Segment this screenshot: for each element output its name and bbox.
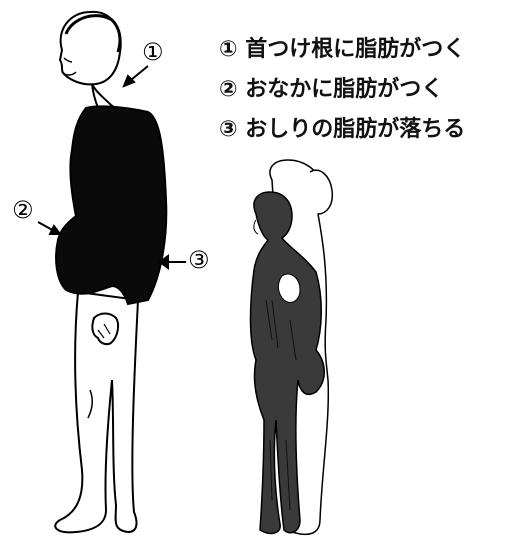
legend-item-hip-fat: ③ おしりの脂肪が落ちる	[219, 110, 465, 150]
callout-3: ③	[188, 248, 210, 272]
elderly-sweater	[56, 106, 166, 304]
elderly-head	[60, 12, 121, 85]
legend-item-neck-fat: ① 首つけ根に脂肪がつく	[219, 30, 465, 70]
callout-2: ②	[12, 198, 34, 222]
elderly-figure	[55, 12, 166, 532]
callout-1: ①	[142, 40, 164, 64]
legend-item-belly-fat: ② おなかに脂肪がつく	[219, 70, 465, 110]
legend: ① 首つけ根に脂肪がつく ② おなかに脂肪がつく ③ おしりの脂肪が落ちる	[219, 30, 465, 150]
